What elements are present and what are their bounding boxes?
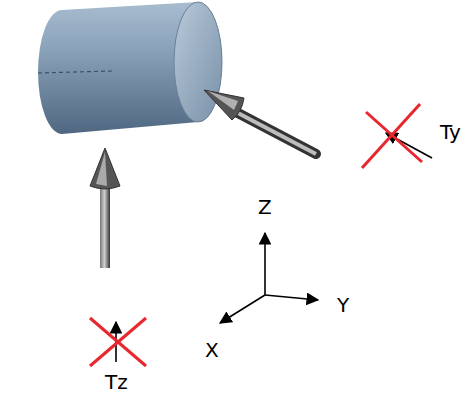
constraint-label: Ty <box>440 121 461 143</box>
cylinder <box>38 2 222 134</box>
constraint-label: Tz <box>105 371 128 393</box>
coordinate-axes <box>220 233 318 323</box>
force-arrow <box>204 90 316 154</box>
blocked-translation-symbol <box>362 104 432 168</box>
axis-label: Y <box>337 294 349 316</box>
axis-label: X <box>205 339 219 361</box>
blocked-translation-symbol <box>90 318 146 366</box>
axis-label: Z <box>258 196 272 218</box>
force-arrow <box>90 148 120 268</box>
